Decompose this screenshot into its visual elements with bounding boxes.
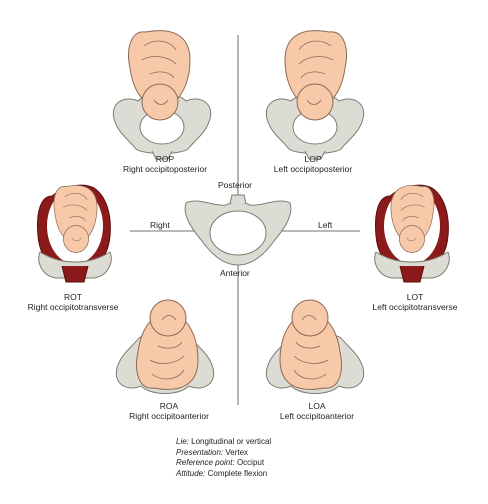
legend: Lie: Longitudinal or vertical Presentati…	[176, 437, 271, 479]
legend-key: Attitude:	[176, 468, 206, 478]
rop-label: ROP Right occipitoposterior	[110, 154, 220, 174]
legend-key: Lie:	[176, 437, 189, 446]
roa-code: ROA	[159, 401, 179, 411]
legend-value: Longitudinal or vertical	[191, 437, 272, 446]
lop-name: Left occipitoposterior	[273, 164, 353, 174]
rop-illustration	[112, 30, 212, 160]
axis-anterior-label: Anterior	[220, 268, 250, 278]
loa-name: Left occipitoanterior	[279, 411, 355, 421]
axis-right-label: Right	[150, 220, 170, 230]
legend-row-lie: Lie: Longitudinal or vertical	[176, 437, 271, 448]
center-pelvis	[184, 194, 292, 266]
rop-code: ROP	[155, 154, 175, 164]
roa-name: Right occipitoanterior	[129, 411, 209, 421]
lot-code: LOT	[406, 292, 424, 302]
axis-left-label: Left	[318, 220, 333, 230]
rot-name: Right occipitotransverse	[27, 302, 119, 312]
legend-value: Vertex	[225, 447, 249, 457]
loa-illustration	[265, 299, 365, 394]
axis-posterior-label: Posterior	[218, 180, 253, 190]
legend-row-reference-point: Reference point: Occiput	[176, 458, 271, 469]
lop-illustration	[265, 30, 365, 160]
loa-code: LOA	[308, 401, 326, 411]
lop-label: LOP Left occipitoposterior	[258, 154, 368, 174]
legend-key: Reference point:	[176, 458, 235, 467]
rot-code: ROT	[64, 292, 82, 302]
roa-label: ROA Right occipitoanterior	[114, 401, 224, 421]
lot-illustration	[374, 184, 450, 283]
legend-value: Complete flexion	[207, 468, 268, 478]
legend-row-presentation: Presentation: Vertex	[176, 448, 271, 459]
roa-illustration	[115, 299, 215, 394]
legend-row-attitude: Attitude: Complete flexion	[176, 469, 271, 480]
lop-code: LOP	[304, 154, 322, 164]
rop-name: Right occipitoposterior	[122, 164, 208, 174]
loa-label: LOA Left occipitoanterior	[262, 401, 372, 421]
rot-illustration	[37, 184, 112, 283]
rot-label: ROT Right occipitotransverse	[8, 292, 138, 312]
legend-value: Occiput	[236, 458, 265, 467]
lot-name: Left occipitotransverse	[372, 302, 458, 312]
lot-label: LOT Left occipitotransverse	[354, 292, 476, 312]
legend-key: Presentation:	[176, 447, 224, 457]
